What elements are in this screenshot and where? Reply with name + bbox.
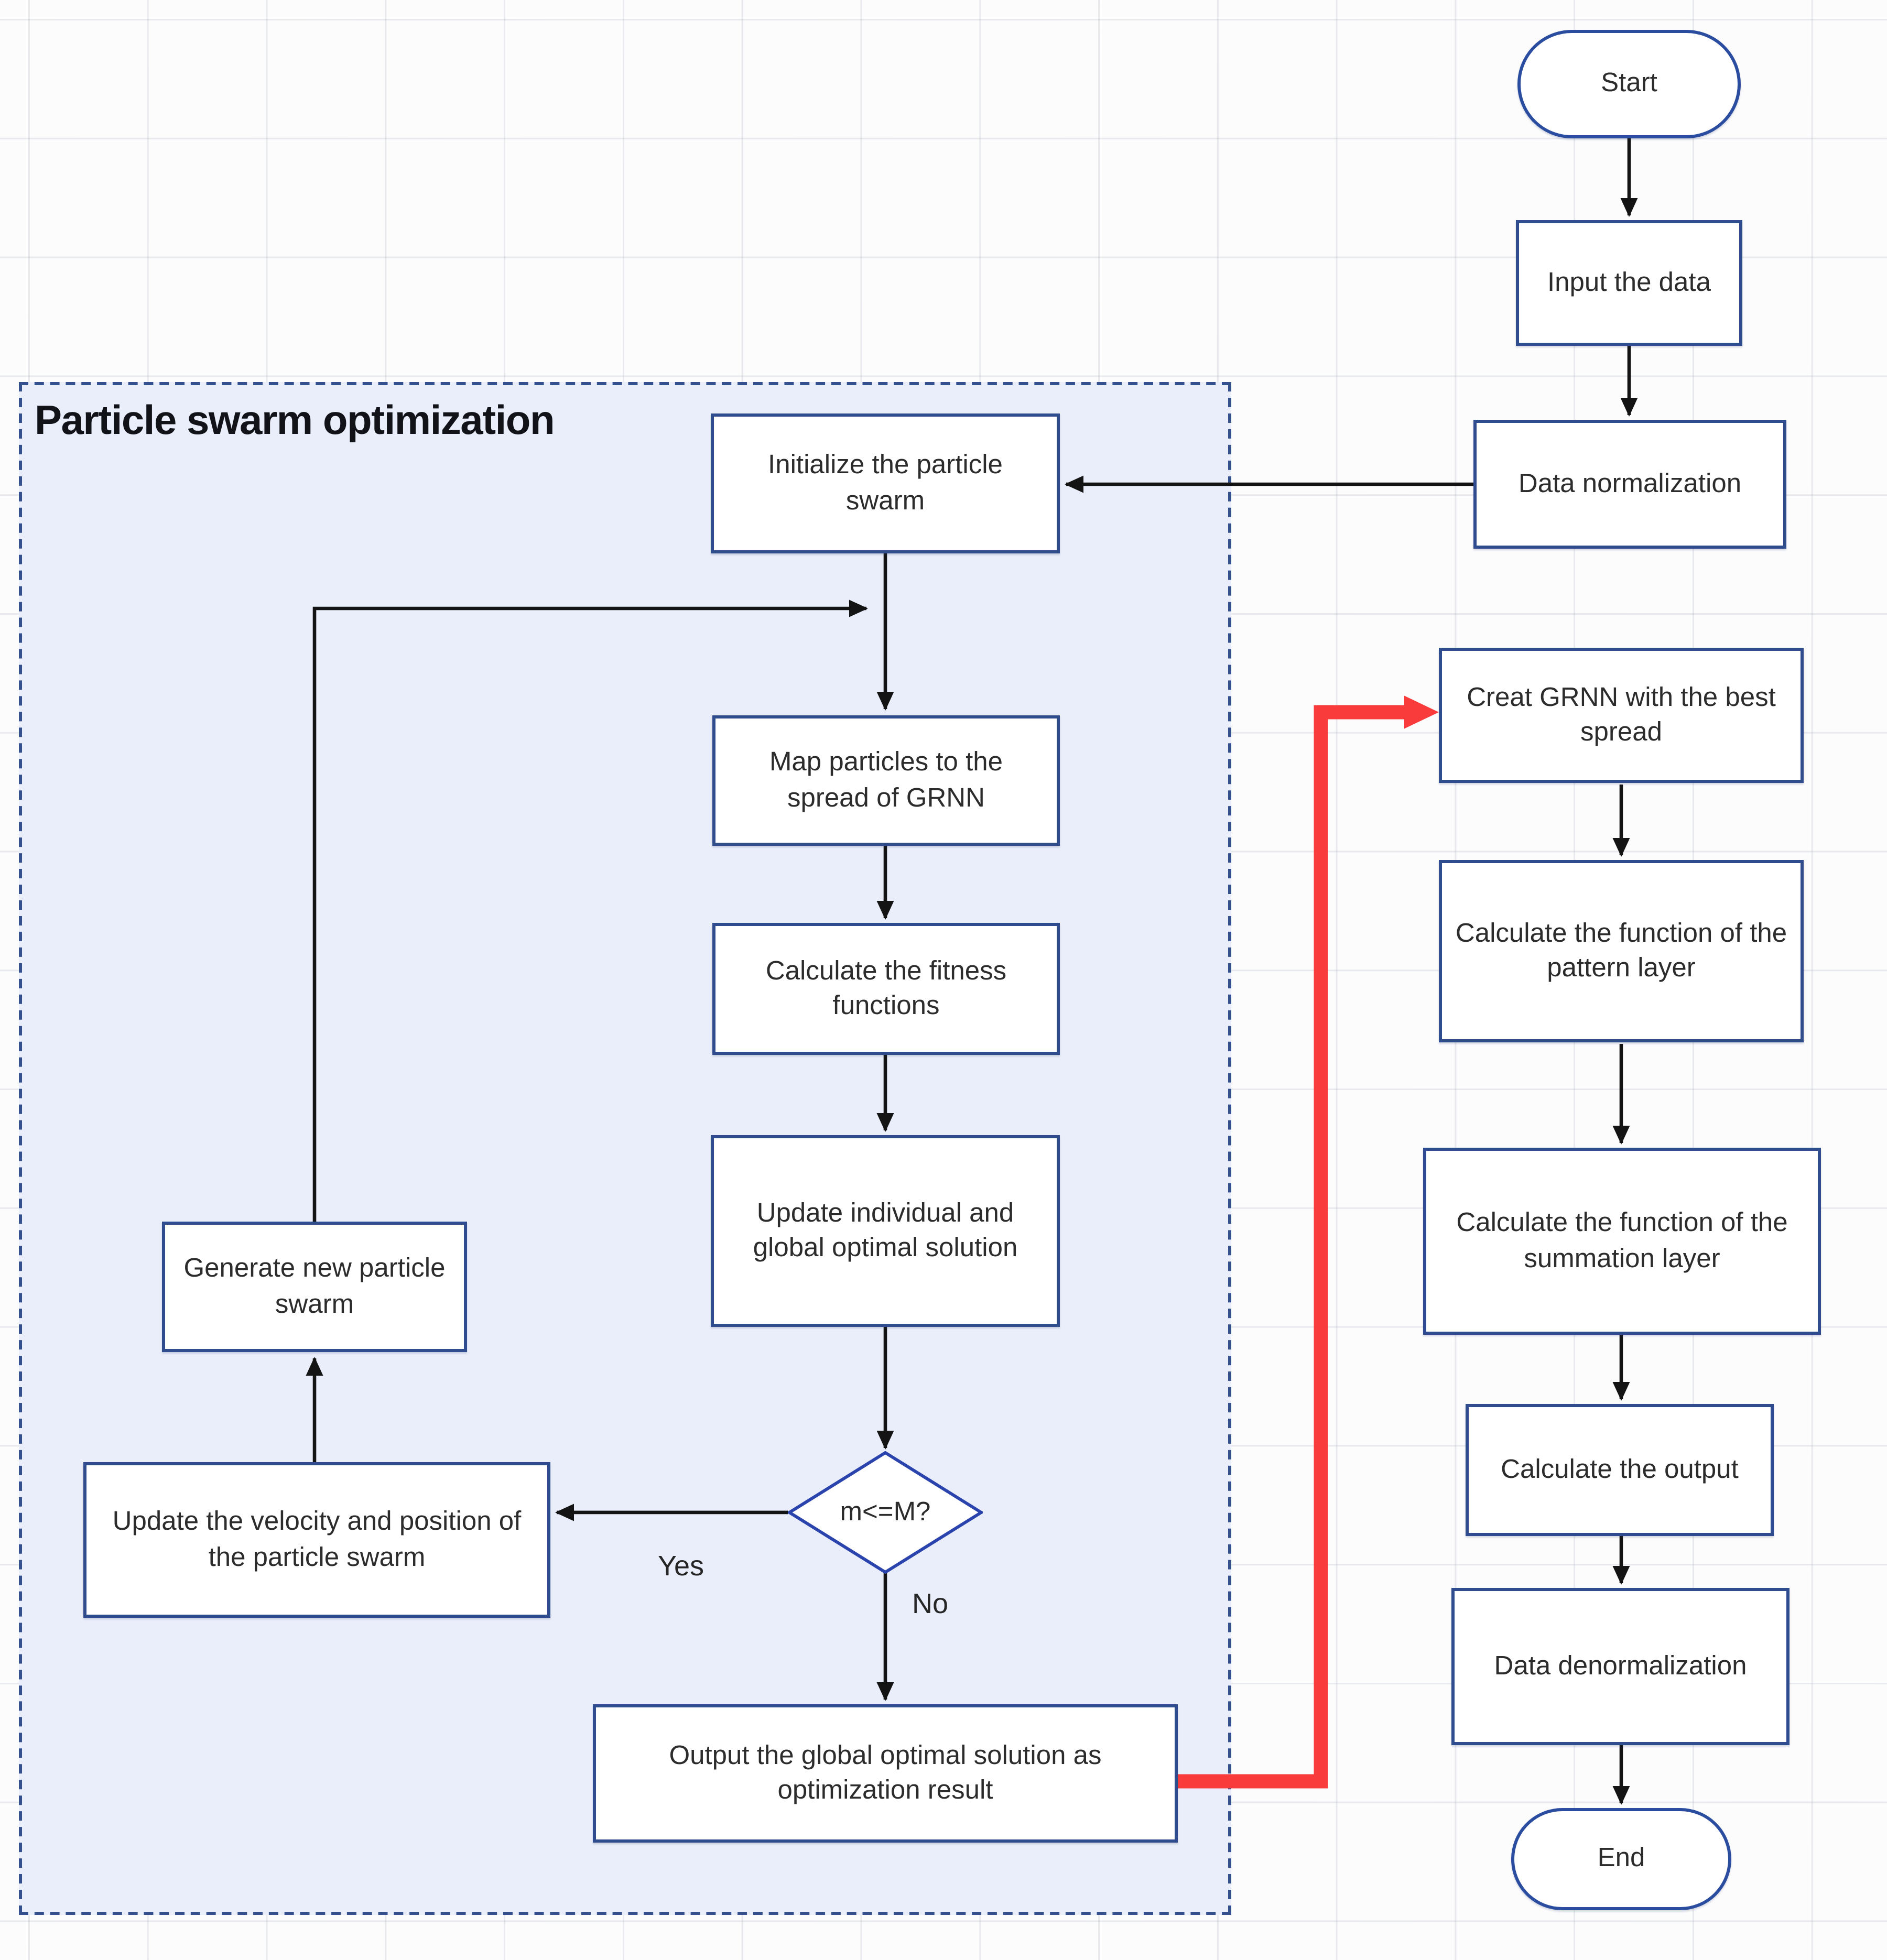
node-initialize-label: Initialize the particle swarm — [768, 450, 1003, 515]
node-output-global-optimal: Output the global optimal solution as op… — [593, 1704, 1178, 1843]
node-normalize-label: Data normalization — [1518, 468, 1742, 498]
node-fitness-label: Calculate the fitness functions — [765, 955, 1007, 1020]
node-input-the-data: Input the data — [1516, 220, 1742, 346]
node-summation-layer-label: Calculate the function of the summation … — [1456, 1207, 1788, 1273]
node-input-label: Input the data — [1547, 267, 1711, 297]
node-pattern-layer: Calculate the function of the pattern la… — [1439, 860, 1804, 1042]
node-update-solution-label: Update individual and global optimal sol… — [753, 1197, 1018, 1262]
node-start-label: Start — [1601, 68, 1657, 98]
node-start: Start — [1517, 30, 1741, 138]
node-map-particles: Map particles to the spread of GRNN — [712, 715, 1060, 846]
node-decision-label: m<=M? — [840, 1497, 931, 1527]
node-end-label: End — [1597, 1843, 1645, 1873]
node-generate-new-swarm: Generate new particle swarm — [162, 1222, 467, 1352]
node-pattern-layer-label: Calculate the function of the pattern la… — [1455, 917, 1787, 983]
node-create-grnn: Creat GRNN with the best spread — [1439, 648, 1804, 783]
node-generate-label: Generate new particle swarm — [183, 1253, 446, 1319]
node-end: End — [1511, 1808, 1731, 1910]
node-denormalize-label: Data denormalization — [1494, 1650, 1747, 1681]
node-decision-m-le-M: m<=M? — [788, 1451, 983, 1574]
pso-container-label: Particle swarm optimization — [35, 396, 555, 443]
node-summation-layer: Calculate the function of the summation … — [1423, 1148, 1821, 1335]
node-map-label: Map particles to the spread of GRNN — [769, 747, 1003, 812]
node-update-velocity-label: Update the velocity and position of the … — [112, 1506, 522, 1572]
node-calc-output-label: Calculate the output — [1501, 1454, 1739, 1484]
node-calculate-fitness: Calculate the fitness functions — [712, 923, 1060, 1055]
node-output-label: Output the global optimal solution as op… — [669, 1739, 1102, 1805]
edge-output-to-create-grnn-highlight — [1177, 695, 1439, 1789]
node-update-velocity-position: Update the velocity and position of the … — [83, 1462, 550, 1618]
decision-diamond-shape — [788, 1451, 983, 1574]
node-data-normalization: Data normalization — [1473, 420, 1786, 549]
node-create-grnn-label: Creat GRNN with the best spread — [1467, 681, 1776, 747]
node-initialize-particle-swarm: Initialize the particle swarm — [711, 413, 1060, 553]
node-data-denormalization: Data denormalization — [1451, 1588, 1790, 1745]
node-update-optimal-solution: Update individual and global optimal sol… — [711, 1135, 1060, 1327]
edge-generate-loop-to-junction — [312, 600, 869, 1222]
edge-label-yes: Yes — [657, 1550, 704, 1582]
node-calculate-output: Calculate the output — [1466, 1404, 1774, 1536]
edge-label-no: No — [912, 1588, 949, 1619]
